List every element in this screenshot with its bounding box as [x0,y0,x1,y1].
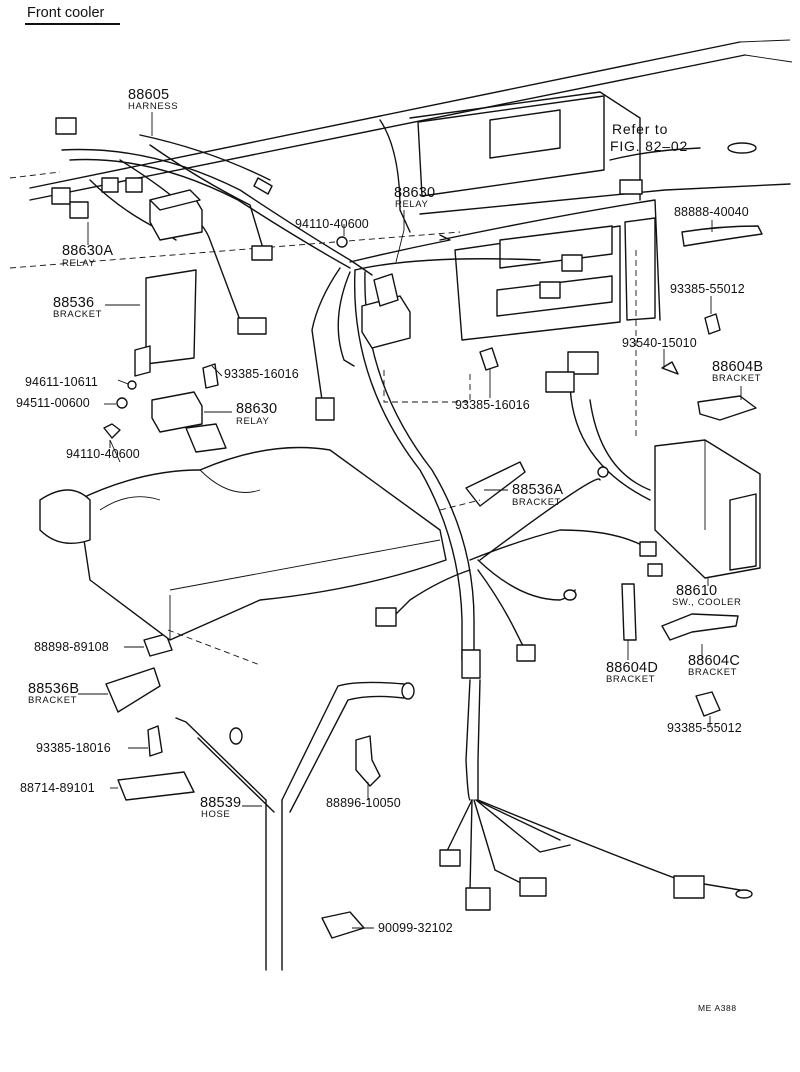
callout-88714: 88714-89101 [20,781,95,795]
callout-88539-name: HOSE [201,809,231,820]
callout-88604C-name: BRACKET [688,667,738,678]
relays-hardware [103,189,763,939]
callout-88604B-number: 88604B [712,359,764,375]
callout-94611: 94611-10611 [25,375,98,389]
callout-88630A-number: 88630A [62,243,114,259]
callout-88604D-name: BRACKET [606,674,656,685]
reference-note-line2: FIG. 82–02 [610,138,689,154]
callout-93385-18016: 93385-18016 [36,741,111,755]
callout-88630-mid-name: RELAY [236,416,270,427]
leader-lines [78,112,742,929]
callout-94511: 94511-00600 [16,396,90,410]
connectors [51,117,757,911]
callout-94110-top: 94110-40600 [295,217,369,231]
callout-88888: 88888-40040 [674,205,749,219]
callout-88898: 88898-89108 [34,640,109,654]
callout-93385-55012-bottom: 93385-55012 [667,721,742,735]
callout-88604B-name: BRACKET [712,373,762,384]
callout-88630-top-number: 88630 [394,185,436,201]
callout-88630A-name: RELAY [62,258,96,269]
dashboard-outline [9,39,793,403]
callout-93385-55012-top: 93385-55012 [670,282,745,296]
callout-88536-name: BRACKET [53,309,103,320]
callout-88630-top-name: RELAY [395,199,429,210]
cooler-switch-body [654,439,761,579]
callout-88536A-number: 88536A [512,482,564,498]
reference-note-line1: Refer to [612,121,669,137]
cooler-unit [39,446,481,666]
callout-94110-bottom: 94110-40600 [66,447,140,461]
figure-code: ME A388 [698,1003,737,1013]
callout-88604D-number: 88604D [606,660,658,676]
callout-88536B-number: 88536B [28,681,80,697]
callout-93385-16016-mid: 93385-16016 [455,398,530,412]
callout-88539-number: 88539 [200,795,242,811]
callout-88604C-number: 88604C [688,653,740,669]
callout-88610-number: 88610 [676,583,718,599]
callout-93540: 93540-15010 [622,336,697,350]
callout-90099: 90099-32102 [378,921,453,935]
callout-88536B-name: BRACKET [28,695,78,706]
callout-88896: 88896-10050 [326,796,401,810]
page-title: Front cooler [27,5,105,21]
callout-88630-mid-number: 88630 [236,401,278,417]
callout-88605-number: 88605 [128,87,170,103]
callout-93385-16016-left: 93385-16016 [224,367,299,381]
callout-88605-name: HARNESS [128,101,179,112]
callout-88536A-name: BRACKET [512,497,562,508]
callout-88536-number: 88536 [53,295,95,311]
callout-88610-name: SW., COOLER [672,597,742,608]
hose-assembly [175,681,415,971]
